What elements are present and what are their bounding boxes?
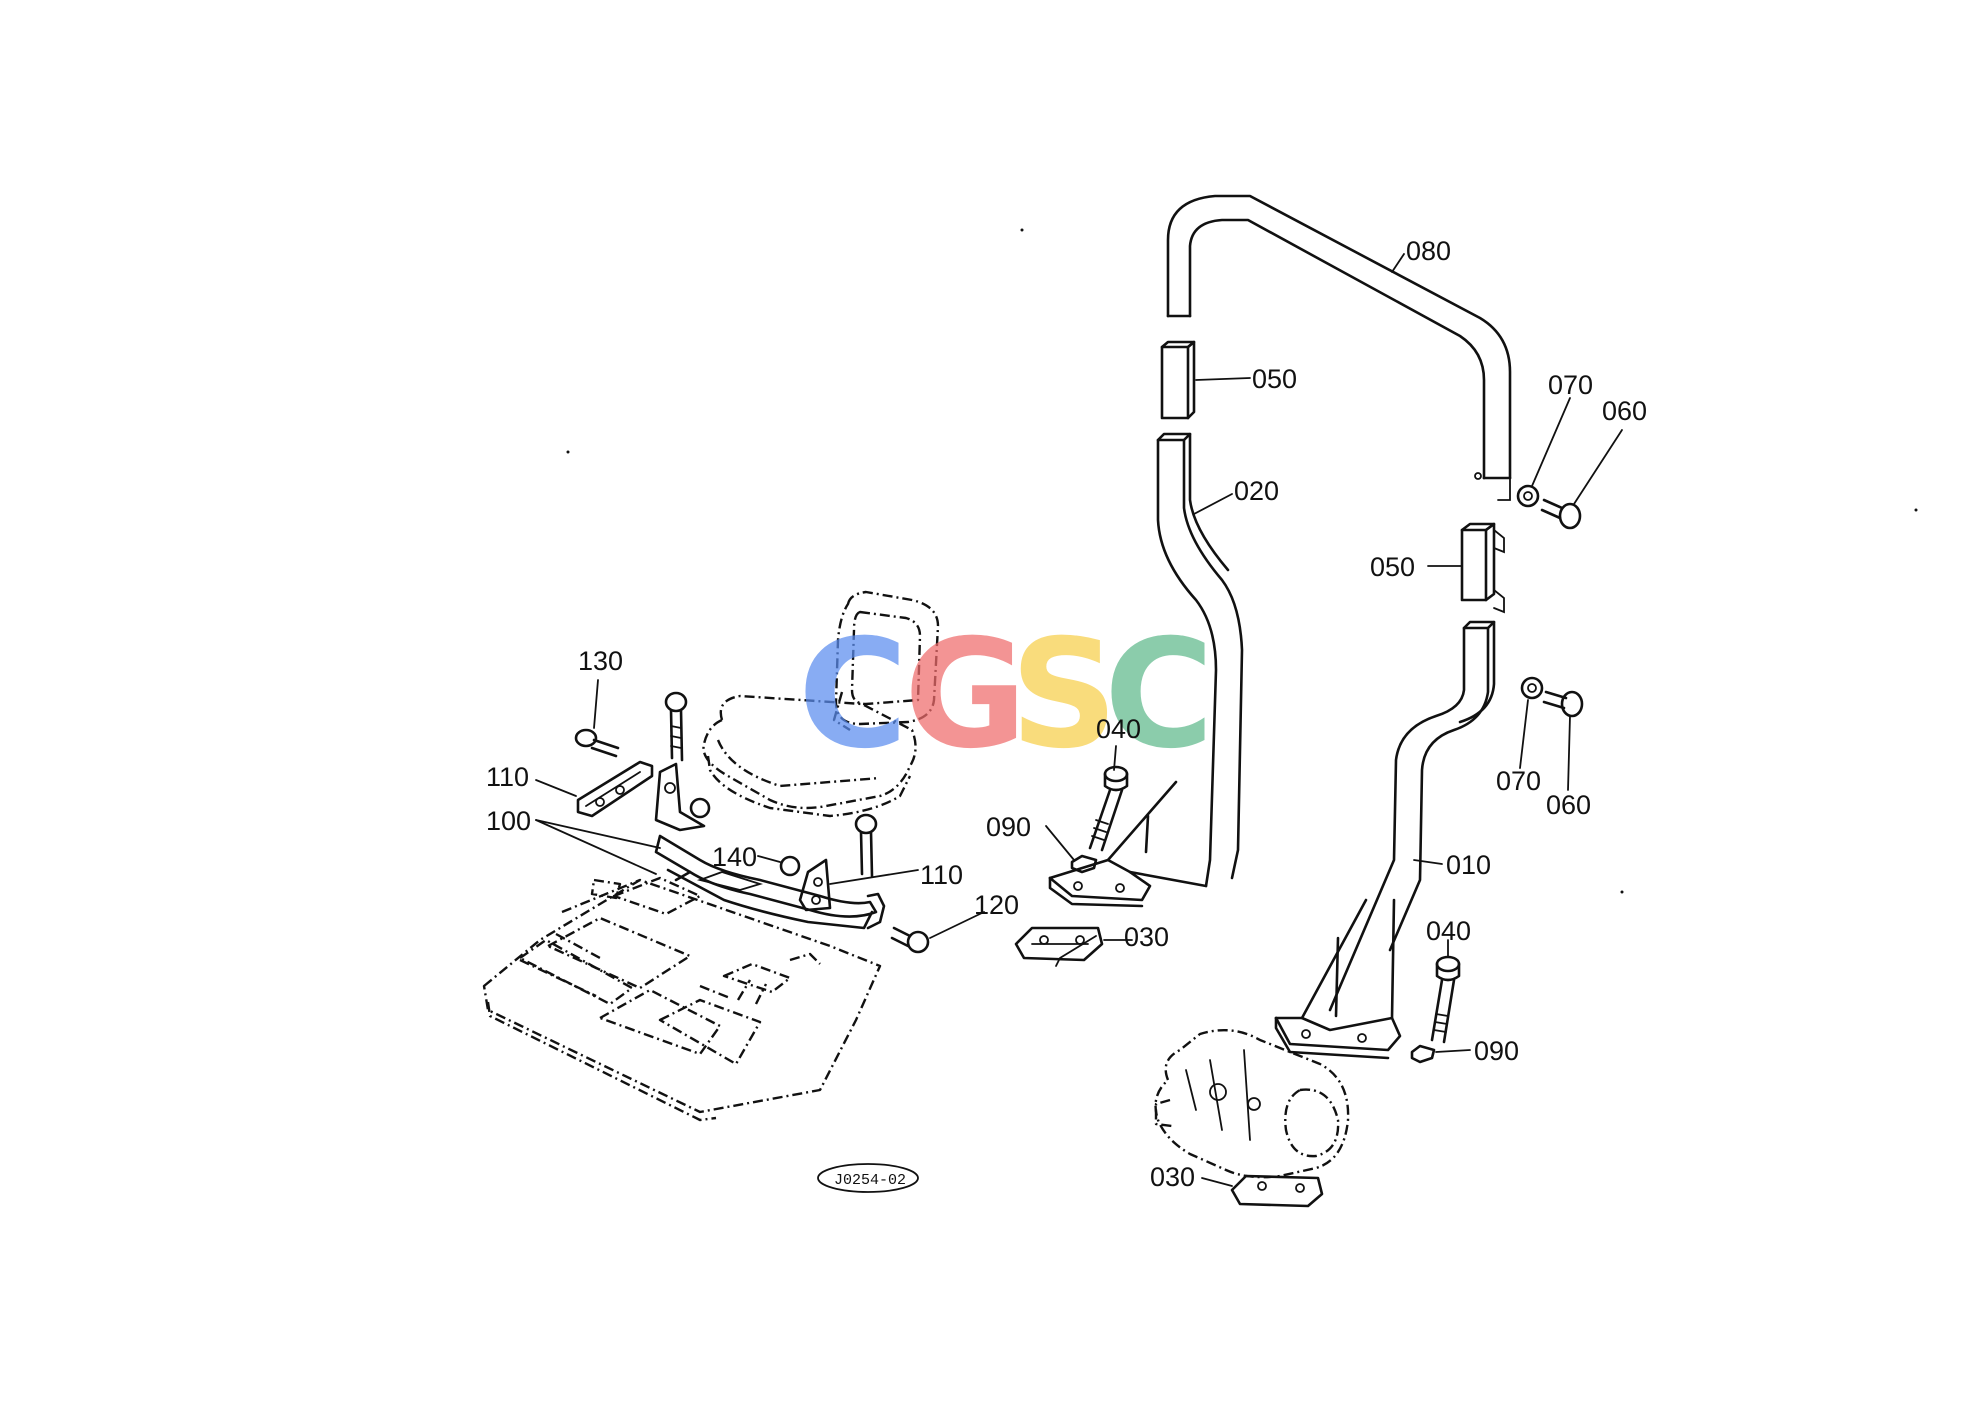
rops-arch-080 xyxy=(1166,194,1512,501)
scan-specks xyxy=(566,228,1918,894)
rops-post-020 xyxy=(1048,432,1244,908)
operator-seat xyxy=(702,590,940,818)
callout-130: 130 xyxy=(578,646,623,676)
insert-050-left xyxy=(1160,340,1196,420)
seat-rail-110-left xyxy=(576,760,654,818)
part-callouts: 080 050 070 060 020 050 130 040 070 060 … xyxy=(486,236,1647,1192)
axle-housing xyxy=(1154,1028,1350,1179)
callout-020: 020 xyxy=(1234,476,1279,506)
watermark-letter-s: S xyxy=(1010,608,1118,782)
callout-120: 120 xyxy=(974,890,1019,920)
floor-platform xyxy=(482,876,882,1122)
bolt-130 xyxy=(574,728,620,758)
callout-080: 080 xyxy=(1406,236,1451,266)
seat-bracket-right-110 xyxy=(798,858,832,912)
washer-070-lower xyxy=(1520,676,1544,700)
insert-050-right xyxy=(1460,522,1505,614)
figure-code: J0254-02 xyxy=(834,1172,906,1189)
callout-110-right: 110 xyxy=(920,860,963,890)
callout-040-upper: 040 xyxy=(1096,714,1141,744)
bolt-120 xyxy=(890,926,930,954)
nut-140-upper xyxy=(689,797,711,819)
callout-030-lower: 030 xyxy=(1150,1162,1195,1192)
watermark-letter-c2: C xyxy=(1104,608,1214,782)
nut-090-right xyxy=(1410,1044,1436,1064)
bolt-seat-upper xyxy=(664,691,688,762)
callout-090-upper: 090 xyxy=(986,812,1031,842)
watermark-letter-g: G xyxy=(904,608,1027,782)
plate-030-upper xyxy=(1014,926,1104,962)
callout-070-lower: 070 xyxy=(1496,766,1541,796)
seat-bracket-left xyxy=(654,762,706,832)
bolt-040-right xyxy=(1430,955,1461,1044)
bolt-seat-lower xyxy=(854,813,878,878)
rops-post-010 xyxy=(1274,620,1496,1060)
callout-140: 140 xyxy=(712,842,757,872)
callout-070-upper: 070 xyxy=(1548,370,1593,400)
cgsc-watermark: C G S C xyxy=(798,608,1214,782)
callout-090-lower: 090 xyxy=(1474,1036,1519,1066)
callout-040-lower: 040 xyxy=(1426,916,1471,946)
nut-140-lower xyxy=(779,855,801,877)
callout-050-lower: 050 xyxy=(1370,552,1415,582)
callout-060-lower: 060 xyxy=(1546,790,1591,820)
callout-050-upper: 050 xyxy=(1252,364,1297,394)
seat-slide-rail-100 xyxy=(654,834,886,930)
bolt-060-lower xyxy=(1542,690,1584,718)
callout-010: 010 xyxy=(1446,850,1491,880)
washer-070-upper xyxy=(1516,484,1540,508)
callout-060-upper: 060 xyxy=(1602,396,1647,426)
plate-030-lower xyxy=(1230,1174,1324,1208)
leader-lines xyxy=(535,253,1623,1187)
callout-110-left: 110 xyxy=(486,762,529,792)
bolt-040-left xyxy=(1088,765,1129,852)
figure-code-badge: J0254-02 xyxy=(817,1163,919,1193)
bolt-060-upper xyxy=(1540,498,1582,530)
nut-090-left xyxy=(1070,854,1098,874)
callout-030-upper: 030 xyxy=(1124,922,1169,952)
watermark-letter-c: C xyxy=(798,608,908,782)
callout-100: 100 xyxy=(486,806,531,836)
